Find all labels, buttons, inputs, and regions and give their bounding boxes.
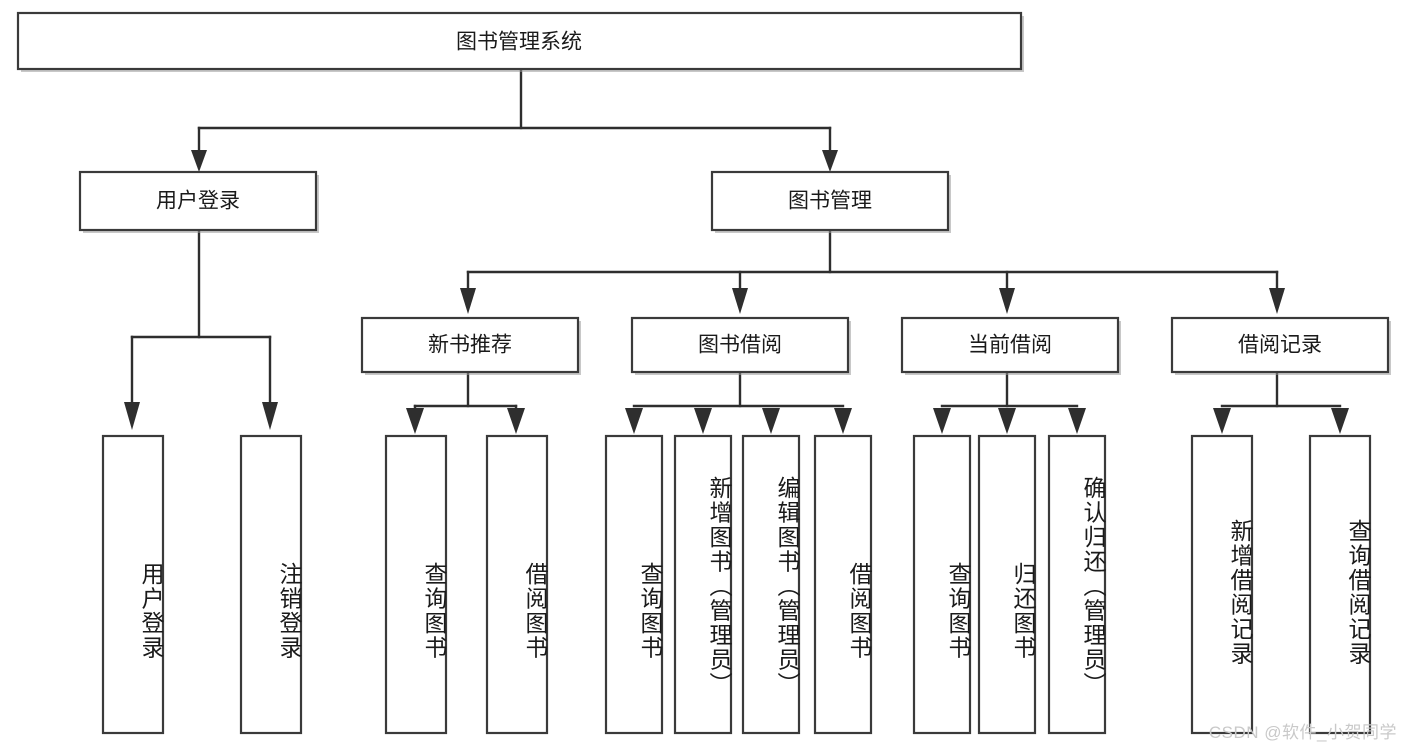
arrowhead-current-borrow [999,288,1015,314]
leafbox-leaf-query-record[interactable] [1308,434,1372,735]
arrowhead-leaf-query-book-3 [933,408,951,434]
node-user-login-label: 用户登录 [156,190,240,213]
node-borrow-record[interactable]: 借阅记录 [1170,316,1391,375]
node-borrow-record-label: 借阅记录 [1238,334,1322,357]
leafbox-leaf-query-book-3[interactable] [912,434,972,735]
csdn-watermark: CSDN @软件_小贺同学 [1208,723,1397,742]
arrowhead-leaf-borrow-book-2 [834,408,852,434]
arrowhead-leaf-confirm-return [1068,408,1086,434]
leafbox-leaf-add-record[interactable] [1190,434,1254,735]
arrowhead-leaf-borrow-book-1 [507,408,525,434]
arrowhead-leaf-edit-book [762,408,780,434]
node-book-borrow[interactable]: 图书借阅 [630,316,851,375]
node-book-manage-label: 图书管理 [788,190,872,213]
arrowhead-leaf-add-book [694,408,712,434]
leafbox-leaf-borrow-book-2[interactable] [813,434,873,735]
node-book-manage[interactable]: 图书管理 [710,170,951,233]
arrowhead-leaf-user-logout [262,402,278,430]
leafbox-leaf-return-book[interactable] [977,434,1037,735]
arrowhead-leaf-query-book-1 [406,408,424,434]
node-user-login[interactable]: 用户登录 [78,170,319,233]
node-root-label: 图书管理系统 [456,31,582,54]
arrowhead-leaf-return-book [998,408,1016,434]
arrowhead-borrow-record [1269,288,1285,314]
leafbox-leaf-user-logout[interactable] [239,434,303,735]
node-current-borrow[interactable]: 当前借阅 [900,316,1121,375]
leaf-box-group [101,434,1372,735]
arrowhead-user-login [191,150,207,172]
arrowhead-book-borrow [732,288,748,314]
leafbox-leaf-borrow-book-1[interactable] [485,434,549,735]
arrowhead-leaf-query-book-2 [625,408,643,434]
arrowhead-book-manage [822,150,838,172]
arrowhead-new-book-rec [460,288,476,314]
node-book-borrow-label: 图书借阅 [698,334,782,357]
leafbox-leaf-query-book-1[interactable] [384,434,448,735]
node-root[interactable]: 图书管理系统 [16,11,1024,72]
node-new-book-rec[interactable]: 新书推荐 [360,316,581,375]
node-current-borrow-label: 当前借阅 [968,334,1052,357]
leafbox-leaf-user-login[interactable] [101,434,165,735]
arrowhead-leaf-query-record [1331,408,1349,434]
arrowhead-leaf-add-record [1213,408,1231,434]
leafbox-leaf-query-book-2[interactable] [604,434,664,735]
edge-group [124,68,1349,434]
arrowhead-leaf-user-login [124,402,140,430]
node-new-book-rec-label: 新书推荐 [428,334,512,357]
leafbox-leaf-confirm-return[interactable] [1047,434,1107,735]
leafbox-leaf-add-book[interactable] [673,434,733,735]
leafbox-leaf-edit-book[interactable] [741,434,801,735]
